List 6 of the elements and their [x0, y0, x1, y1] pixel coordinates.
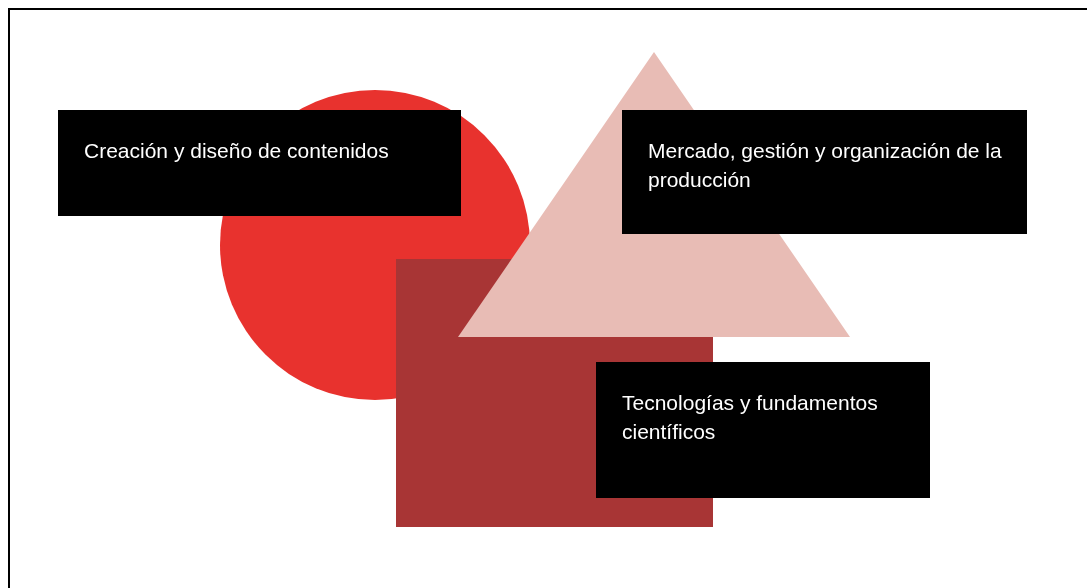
label-text: Tecnologías y fundamentos científicos	[622, 390, 879, 445]
label-box	[622, 110, 1027, 234]
label-text: Creación y diseño de contenidos	[84, 138, 390, 164]
label-box	[596, 362, 930, 498]
label-box	[58, 110, 461, 216]
label-text: Mercado, gestión y organización de la producción	[648, 138, 1003, 193]
